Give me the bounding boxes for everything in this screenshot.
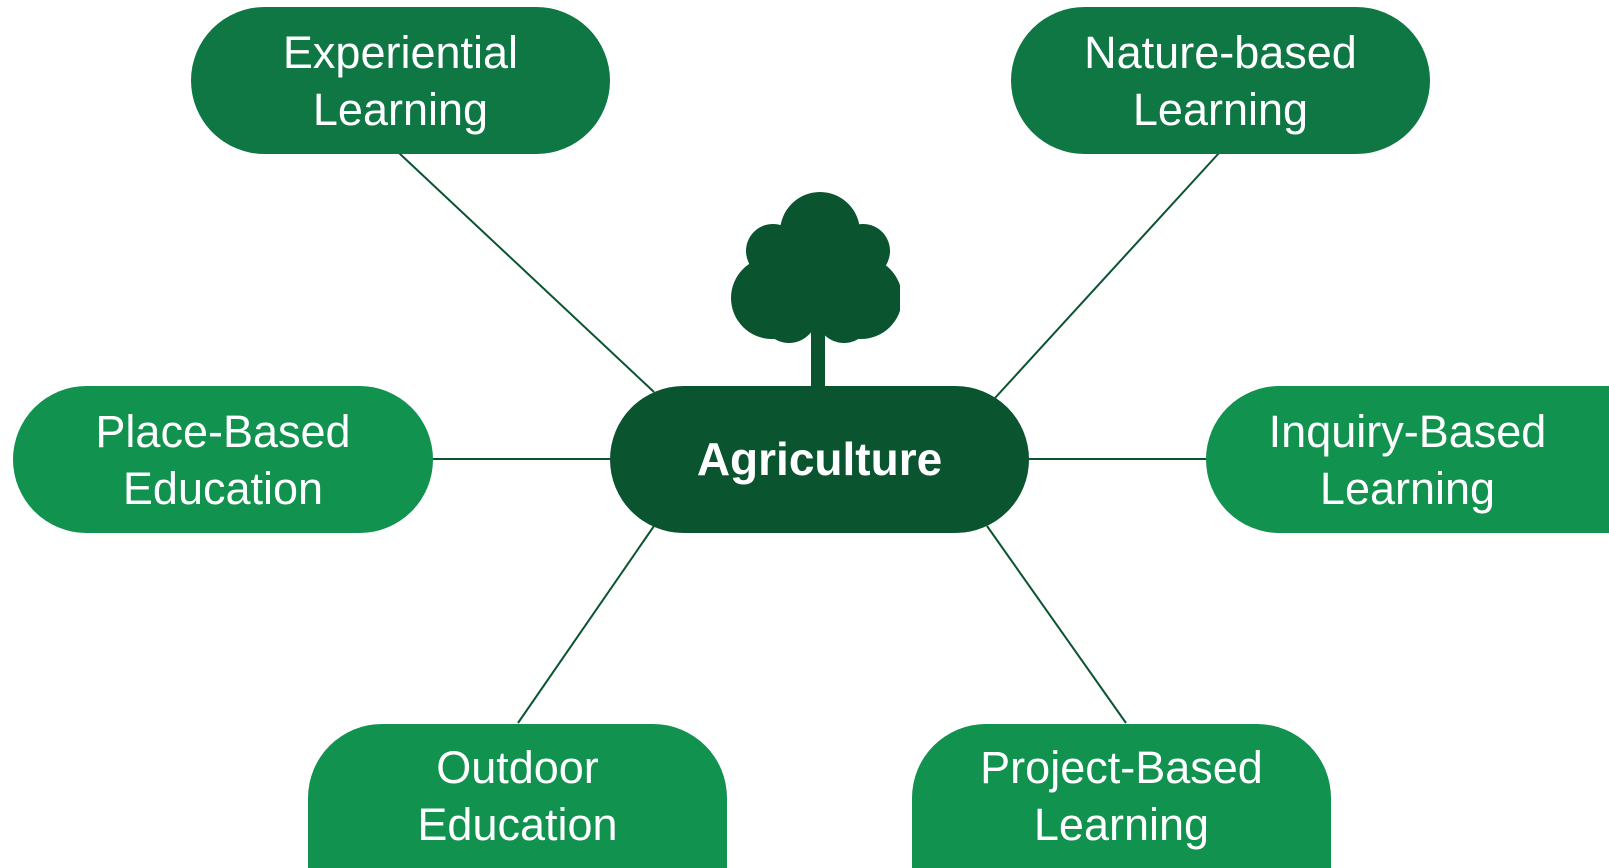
connector-outdoor: [517, 525, 655, 724]
node-label: Project-Based Learning: [980, 742, 1263, 850]
node-label: Nature-based Learning: [1084, 26, 1357, 135]
node-experiential-learning: Experiential Learning: [191, 7, 610, 154]
node-label: Experiential Learning: [282, 26, 519, 135]
center-node-label: Agriculture: [696, 433, 943, 485]
node-inquiry-based-learning: Inquiry-Based Learning: [1206, 386, 1609, 533]
node-label: Outdoor Education: [417, 742, 618, 850]
connector-nature: [994, 152, 1220, 399]
center-node-agriculture: Agriculture: [610, 386, 1029, 533]
node-project-based-learning: Project-Based Learning: [912, 724, 1331, 868]
node-label: Place-Based Education: [95, 405, 351, 514]
connector-experiential: [398, 152, 655, 393]
node-label: Inquiry-Based Learning: [1268, 405, 1547, 514]
connector-project: [986, 525, 1127, 724]
node-outdoor-education: Outdoor Education: [308, 724, 727, 868]
tree-icon: [731, 192, 900, 388]
node-nature-based-learning: Nature-based Learning: [1011, 7, 1430, 154]
node-place-based-education: Place-Based Education: [13, 386, 433, 533]
